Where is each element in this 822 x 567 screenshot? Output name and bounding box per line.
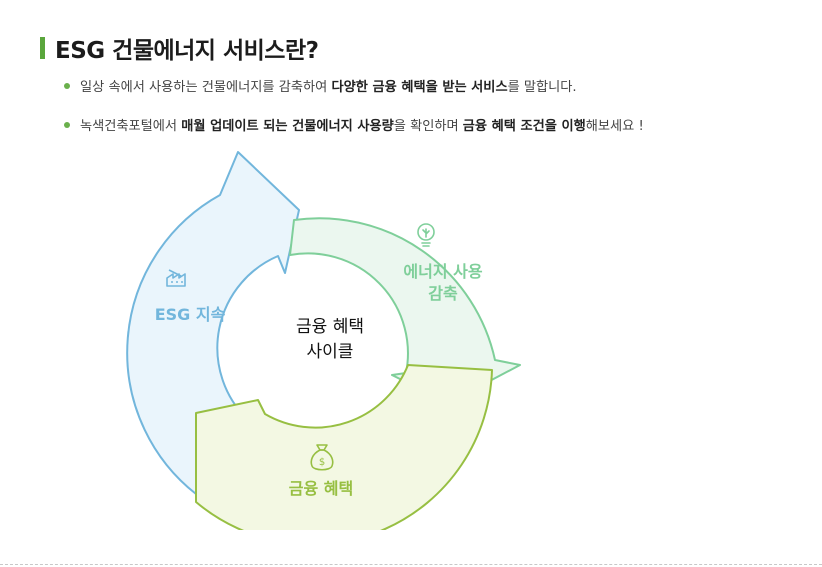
cycle-center-label: 금융 혜택 사이클 [296,317,364,362]
factory-icon [166,269,186,287]
cycle-graphic: $ [126,151,521,546]
description-text: 일상 속에서 사용하는 건물에너지를 감축하여 다양한 금융 혜택을 받는 서비… [80,80,577,95]
svg-text:$: $ [319,457,325,468]
benefit-cycle-diagram: $ ESG 지속 에너지 사용 감축 금융 혜택 금융 혜택 사이클 [110,145,530,546]
description-item: 녹색건축포털에서 매월 업데이트 되는 건물에너지 사용량을 확인하며 금융 혜… [64,115,804,134]
cycle-segment-finance [195,364,493,546]
page-header: ESG 건물에너지 서비스란? [40,31,319,65]
money-bag-icon: $ [310,444,334,471]
description-item: 일상 속에서 사용하는 건물에너지를 감축하여 다양한 금융 혜택을 받는 서비… [64,76,804,95]
lightbulb-icon [417,223,435,247]
cycle-segment-esg [126,151,300,495]
title-accent-bar [40,37,45,59]
description-list: 일상 속에서 사용하는 건물에너지를 감축하여 다양한 금융 혜택을 받는 서비… [64,76,804,154]
description-text: 녹색건축포털에서 매월 업데이트 되는 건물에너지 사용량을 확인하며 금융 혜… [80,119,644,134]
segment-label-finance: 금융 혜택 [288,479,354,498]
bullet-dot-icon [64,82,70,89]
bullet-dot-icon [64,121,70,128]
footer-divider [0,564,822,565]
segment-label-energy: 에너지 사용 감축 [403,262,483,303]
segment-label-esg: ESG 지속 [154,305,226,324]
page-title: ESG 건물에너지 서비스란? [55,38,319,64]
